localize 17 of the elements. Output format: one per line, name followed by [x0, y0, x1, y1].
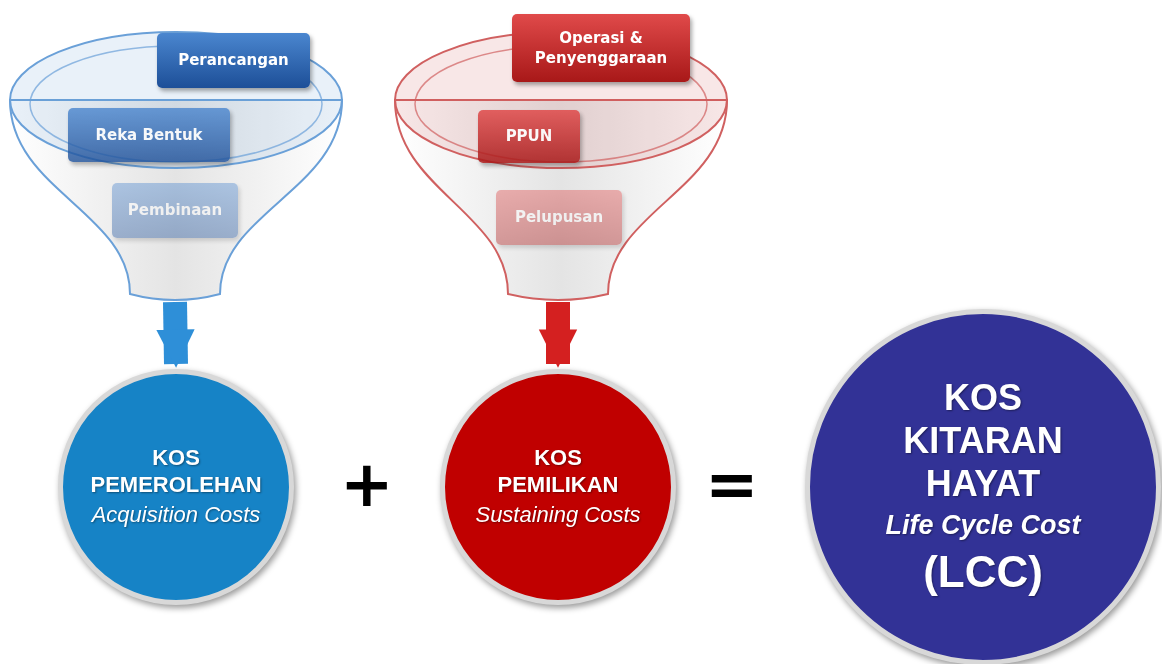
circle-text: Acquisition Costs — [91, 502, 261, 529]
circle-heading: KOS PEMILIKAN — [496, 445, 620, 499]
stage-box: Pelupusan — [496, 190, 622, 245]
circle-heading: KOS PEMEROLEHAN — [90, 445, 262, 499]
circle-text: Sustaining Costs — [475, 502, 641, 529]
stage-box: Pembinaan — [112, 183, 238, 238]
stage-box: Perancangan — [157, 33, 310, 88]
stage-box: Reka Bentuk — [68, 108, 230, 162]
stage-box: Operasi & Penyenggaraan — [512, 14, 690, 82]
circle-text: Life Cycle Cost — [885, 509, 1081, 542]
arrow — [156, 301, 195, 368]
circle-text: (LCC) — [923, 545, 1043, 598]
stage-box: PPUN — [478, 110, 580, 163]
operator-sign: = — [705, 452, 759, 516]
arrow — [538, 302, 578, 368]
circle-heading: KOS KITARAN HAYAT — [902, 375, 1064, 506]
operator-sign: + — [340, 452, 394, 516]
